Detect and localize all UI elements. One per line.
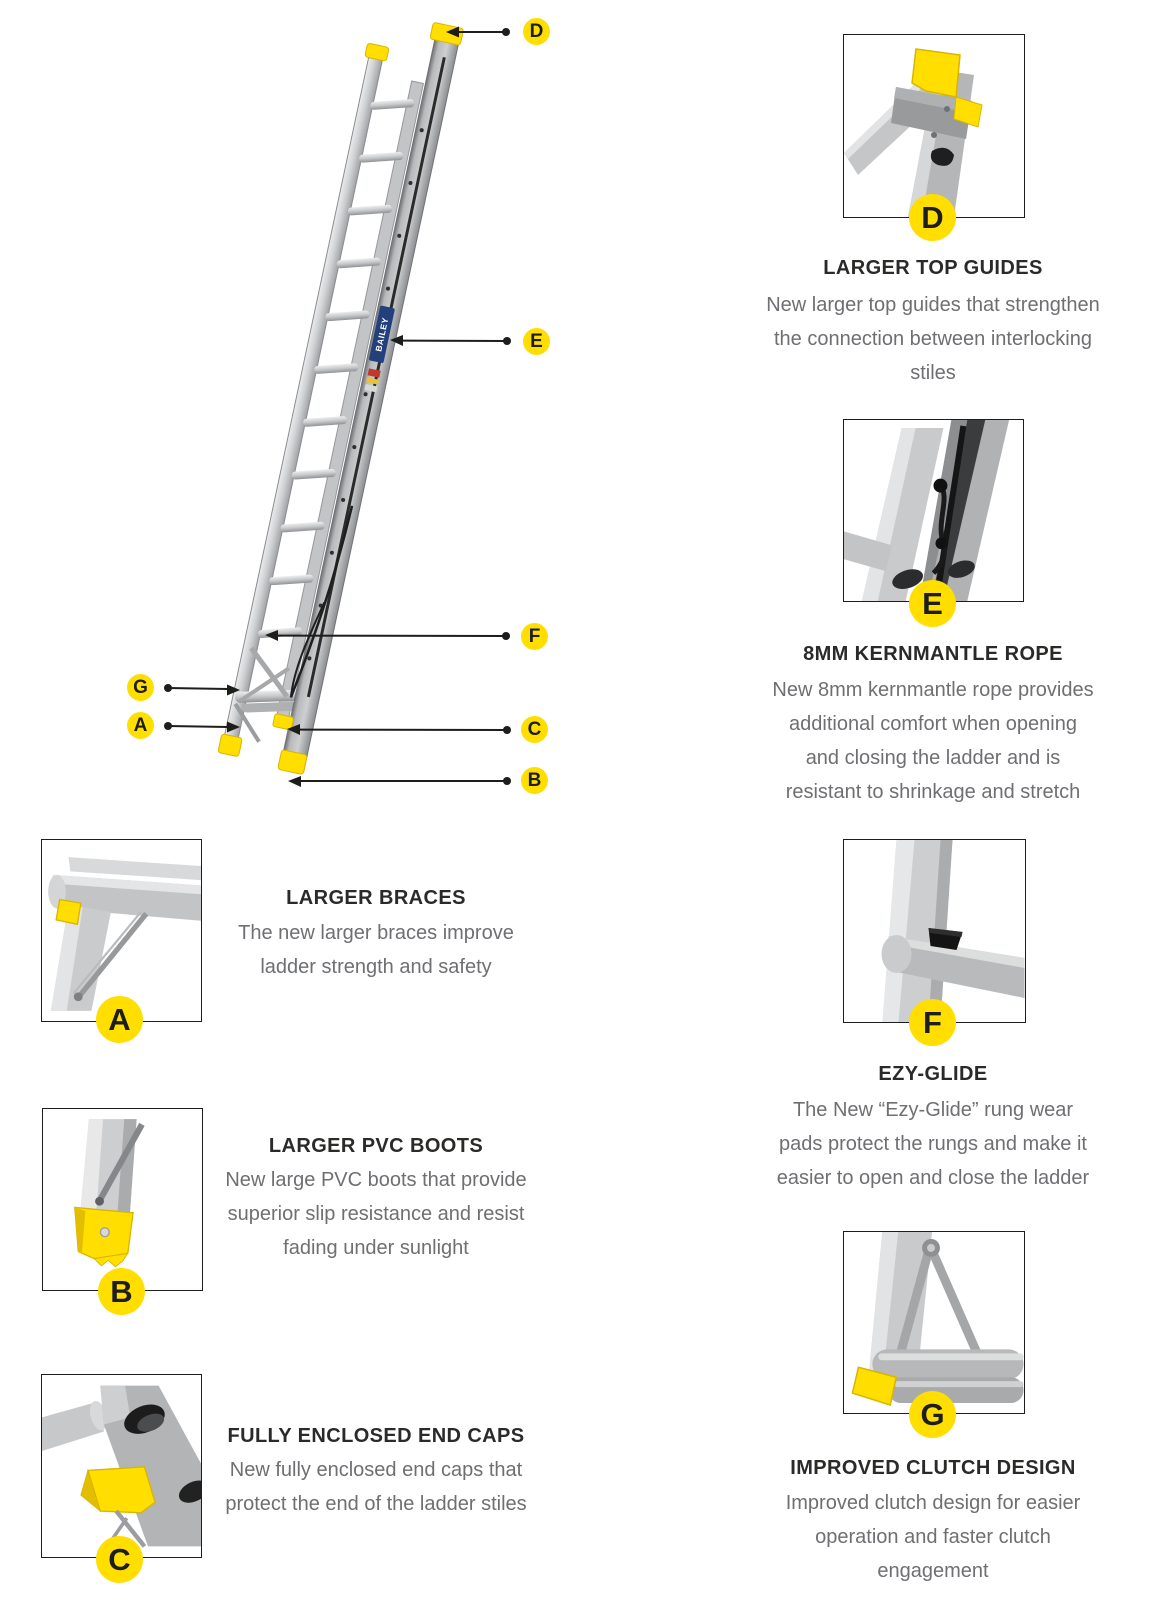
feature-badge-c: C xyxy=(96,1536,143,1583)
feature-title-f: EZY-GLIDE xyxy=(878,1063,988,1085)
arrow-d xyxy=(446,26,510,38)
callout-circle-g: G xyxy=(127,674,154,701)
brand-label: BAILEY xyxy=(364,305,395,393)
feature-title-g: IMPROVED CLUTCH DESIGN xyxy=(790,1457,1076,1479)
yellow-fittings xyxy=(217,22,464,775)
callout-arrows xyxy=(164,26,511,787)
callout-circle-a: A xyxy=(127,712,154,739)
kernmantle-rope xyxy=(289,505,354,698)
feature-description-f: The New “Ezy-Glide” rung wear pads prote… xyxy=(776,1099,1090,1189)
feature-badge-g: G xyxy=(909,1391,956,1438)
feature-image-clutch xyxy=(843,1231,1025,1414)
feature-badge-b: B xyxy=(98,1268,145,1315)
base-braces xyxy=(233,646,291,743)
end-cap-closeup xyxy=(42,1385,201,1548)
arrow-f xyxy=(265,630,510,641)
rung-wear-pad-closeup xyxy=(844,840,1025,1022)
feature-description-d: New larger top guides that strengthen th… xyxy=(766,294,1100,384)
feature-badge-f: F xyxy=(909,999,956,1046)
arrow-g xyxy=(164,684,240,696)
feature-title-a: LARGER BRACES xyxy=(286,887,466,909)
feature-description-c: New fully enclosed end caps that protect… xyxy=(225,1459,527,1515)
callout-circle-b: B xyxy=(521,767,548,794)
callout-circle-c: C xyxy=(521,716,548,743)
feature-title-d: LARGER TOP GUIDES xyxy=(823,257,1043,279)
callout-circle-d: D xyxy=(523,18,550,45)
arrow-b xyxy=(288,776,511,787)
feature-image-top-guides xyxy=(843,34,1025,218)
feature-title-b: LARGER PVC BOOTS xyxy=(268,1135,484,1157)
callout-circle-f: F xyxy=(521,623,548,650)
brace-closeup xyxy=(42,850,201,1011)
feature-image-braces xyxy=(41,839,202,1022)
feature-description-g: Improved clutch design for easier operat… xyxy=(785,1492,1081,1582)
feature-title-c: FULLY ENCLOSED END CAPS xyxy=(227,1425,525,1447)
feature-description-b: New large PVC boots that provide superio… xyxy=(225,1169,527,1259)
top-guide-closeup xyxy=(844,35,1024,217)
feature-description-e: New 8mm kernmantle rope provides additio… xyxy=(772,679,1094,803)
extension-ladder-illustration: BAILEY xyxy=(164,22,511,787)
feature-badge-a: A xyxy=(96,996,143,1043)
callout-circle-e: E xyxy=(523,328,550,355)
clutch-closeup xyxy=(844,1232,1024,1413)
feature-image-kernmantle-rope xyxy=(843,419,1024,602)
feature-description-a: The new larger braces improve ladder str… xyxy=(238,922,514,978)
ladder-body: BAILEY xyxy=(217,22,464,775)
pvc-boot-closeup xyxy=(43,1119,202,1280)
rope-closeup xyxy=(844,420,1023,601)
feature-image-end-caps xyxy=(41,1374,202,1558)
feature-title-e: 8MM KERNMANTLE ROPE xyxy=(803,643,1063,665)
arrow-c xyxy=(287,724,511,735)
feature-badge-e: E xyxy=(909,580,956,627)
feature-badge-d: D xyxy=(909,194,956,241)
arrow-e xyxy=(390,335,511,346)
feature-image-ezy-glide xyxy=(843,839,1026,1023)
arrow-a xyxy=(164,721,240,733)
feature-image-pvc-boots xyxy=(42,1108,203,1291)
